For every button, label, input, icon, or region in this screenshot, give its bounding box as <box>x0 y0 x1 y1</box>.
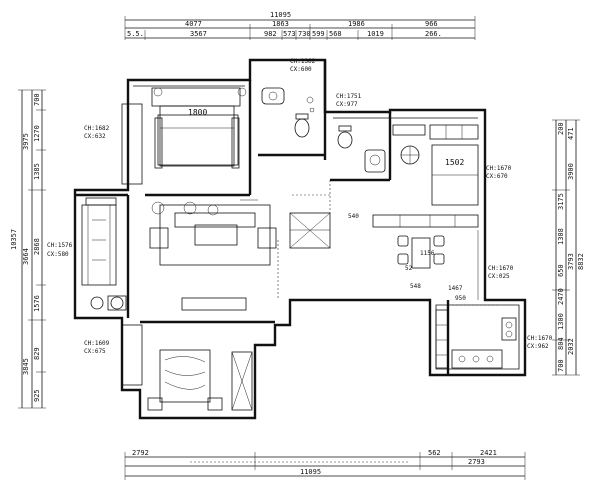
sofa-set <box>159 204 271 266</box>
dim-right-b4: 650 <box>557 264 565 277</box>
hall-dim-3: 1156 <box>420 250 435 257</box>
room-label-study-ch: CH:1576 <box>47 242 73 249</box>
sink-icon <box>261 87 285 105</box>
dim-top-4: 966 <box>425 20 438 28</box>
dim-top-r2-7: 568 <box>329 30 342 38</box>
dim-left-b6: 829 <box>33 347 41 360</box>
room-label-hall-cx: CX:025 <box>488 273 510 280</box>
headboard <box>151 87 241 107</box>
dim-right-b8: 700 <box>557 359 565 372</box>
room-label-hall-ch: CH:1670 <box>488 265 514 272</box>
bathroom-2: CH:1751 CX:977 <box>330 93 392 182</box>
dining-width: 1502 <box>445 158 464 167</box>
kitchen-width: 1467 <box>448 285 463 292</box>
dim-left-b2: 1270 <box>33 125 41 142</box>
dim-top-r2-8: 1019 <box>367 30 384 38</box>
wardrobe-2 <box>231 351 253 411</box>
left-dimension-block: 10357 3975 3664 3845 700 1270 1385 2868 … <box>10 89 46 409</box>
dim-top-2: 1863 <box>272 20 289 28</box>
radiator <box>121 324 143 386</box>
dim-right-b5: 2470 <box>557 288 565 305</box>
dim-left-mid: 3664 <box>22 248 30 265</box>
room-label-master-cx: CX:632 <box>84 133 106 140</box>
dim-bottom-r2: 2793 <box>468 458 485 466</box>
dim-bottom-1: 2792 <box>132 449 149 457</box>
hall-dim-1: 540 <box>348 213 359 220</box>
right-dimension-block: 8832 471 3900 3793 2032 200 3175 1308 65… <box>552 119 585 376</box>
dim-bottom-2: 562 <box>428 449 441 457</box>
bed-icon-2 <box>159 349 211 403</box>
dim-right-b1: 200 <box>557 122 565 135</box>
dim-total-top: 11095 <box>270 11 291 19</box>
wardrobe <box>81 204 117 286</box>
bed-width: 1800 <box>188 108 207 117</box>
top-dimension-block: 11095 4077 1863 1986 966 5.5. 3567 982 5… <box>124 11 476 40</box>
dim-right-b3: 1308 <box>557 228 565 245</box>
room-label-bath2-ch: CH:1751 <box>336 93 362 100</box>
dim-top-r2-6: 599 <box>312 30 325 38</box>
dim-right-a2: 3900 <box>567 163 575 180</box>
dim-right-outer: 8832 <box>577 253 585 270</box>
living-room <box>126 195 279 318</box>
south-bedroom: CH:1609 CX:675 <box>84 320 275 411</box>
bed-icon <box>159 105 235 167</box>
room-label-bath1-cx: CX:600 <box>290 66 312 73</box>
dim-bottom-3: 2421 <box>480 449 497 457</box>
hall-dim-4: 52 <box>405 265 413 272</box>
corridor: 540 1156 548 52 CH:1670 CX:025 <box>289 180 514 300</box>
dim-left-outer: 10357 <box>10 229 18 250</box>
dim-top-r2-4: 573 <box>283 30 296 38</box>
dim-left-b3: 1385 <box>33 163 41 180</box>
dim-top-r2-2: 3567 <box>190 30 207 38</box>
toilet-icon-2 <box>337 131 353 149</box>
room-label-bath2-cx: CX:977 <box>336 101 358 108</box>
dim-top-r2-5: 730 <box>298 30 311 38</box>
dim-left-b7: 925 <box>33 389 41 402</box>
dining-room: 1502 CH:1670 CX:670 <box>392 124 512 206</box>
stove-icon <box>451 349 503 369</box>
basin-icon <box>364 149 386 173</box>
hall-dim-2: 548 <box>410 283 421 290</box>
bottom-dimension-block: 2792 562 2421 2793 11095 <box>124 449 526 480</box>
kitchen: 1467 950 CH:1670 CX:962 <box>435 285 553 375</box>
dim-left-a1: 3975 <box>22 133 30 150</box>
dim-right-a3: 3793 <box>567 253 575 270</box>
room-label-south-cx: CX:675 <box>84 348 106 355</box>
dim-right-b6: 1300 <box>557 313 565 330</box>
toilet-icon <box>294 118 310 138</box>
dim-right-a4: 2032 <box>567 338 575 355</box>
tv-stand <box>181 297 247 311</box>
room-label-dining-ch: CH:1670 <box>486 165 512 172</box>
dim-top-r2-9: 266. <box>425 30 442 38</box>
room-label-bath1-ch: CH:1362 <box>290 58 316 65</box>
cabinet-icon <box>289 212 331 249</box>
room-label-kitchen-cx: CX:962 <box>527 343 549 350</box>
coffee-table <box>194 224 238 246</box>
study-room: CH:1576 CX:580 <box>47 193 128 311</box>
dim-top-3: 1986 <box>348 20 365 28</box>
room-label-south-ch: CH:1609 <box>84 340 110 347</box>
dim-left-a3: 3845 <box>22 358 30 375</box>
room-label-study-cx: CX:580 <box>47 251 69 258</box>
kitchen-sub: 950 <box>455 295 466 302</box>
kitchen-sink-icon <box>501 317 517 341</box>
dim-left-b1: 700 <box>33 93 41 106</box>
master-bedroom: 1800 CH:1682 CX:632 <box>84 80 252 197</box>
dim-top-r2-3: 982 <box>264 30 277 38</box>
dining-table-icon <box>411 237 431 269</box>
room-label-dining-cx: CX:670 <box>486 173 508 180</box>
dim-left-b4: 2868 <box>33 238 41 255</box>
dim-bottom-total: 11095 <box>300 468 321 476</box>
dim-right-b2: 3175 <box>557 193 565 210</box>
dim-right-a1: 471 <box>567 127 575 140</box>
dim-right-b7: 804 <box>557 337 565 350</box>
dim-top-1: 4077 <box>185 20 202 28</box>
dim-left-b5: 1576 <box>33 295 41 312</box>
dim-top-r2-1: 5.5. <box>127 30 144 38</box>
room-label-master-ch: CH:1682 <box>84 125 110 132</box>
bathroom-1: CH:1362 CX:600 <box>258 58 327 160</box>
room-label-kitchen-ch: CH:1670 <box>527 335 553 342</box>
